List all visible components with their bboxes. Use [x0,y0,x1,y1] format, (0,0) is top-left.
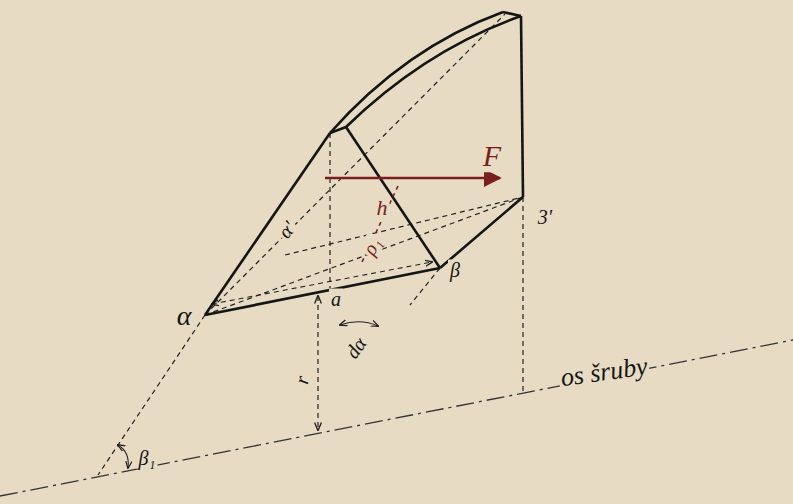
screw-axis [0,340,793,496]
force-label: F [481,140,503,172]
lever-label: h [375,196,390,219]
angle-label: β₁ [137,448,158,469]
angle-label: dα [340,332,371,364]
force-arrow [325,177,500,180]
point-label: α' [273,216,301,244]
axis-label: os šruby [557,352,651,392]
dimension-line [212,262,432,304]
radius-label: ρ₁ [358,232,386,260]
angle-arc [340,322,378,326]
point-label: β [448,260,462,281]
radius-line [317,296,318,430]
point-label: α [175,301,194,330]
thread-element [205,12,523,315]
dimension-label: a [329,289,343,310]
radius-label: r [291,372,314,387]
point-label: 3' [536,207,554,228]
construction-lines [98,14,523,475]
angle-arc [118,445,128,468]
